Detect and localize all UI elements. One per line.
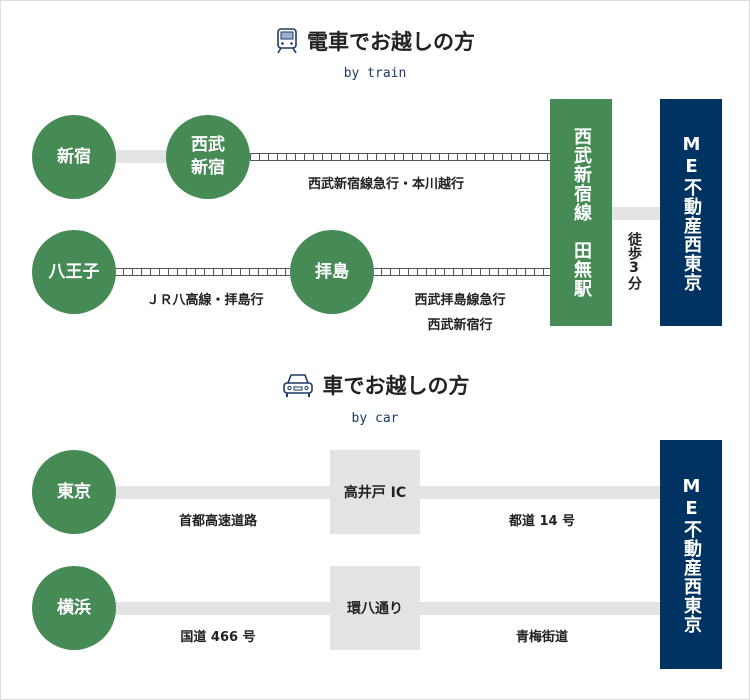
rail-jr-hachiko	[114, 268, 294, 276]
train-icon	[277, 28, 297, 54]
company-box-car: ME不動産西東京	[660, 440, 722, 669]
station-seibu-shinjuku: 西武 新宿	[166, 115, 250, 199]
line-label-seibu-haijima-2: 西武新宿行	[427, 318, 493, 333]
road-label-shuto: 首都高速道路	[178, 514, 258, 529]
origin-yokohama: 横浜	[32, 566, 116, 650]
station-haijima: 拝島	[290, 230, 374, 314]
train-title-text: 電車でお越しの方	[307, 30, 475, 54]
walk-time-label: 徒歩3分	[626, 232, 642, 290]
transfer-connector	[110, 150, 170, 163]
road-label-todo14: 都道 14 号	[508, 514, 576, 529]
line-label-seibu-shinjuku: 西武新宿線急行・本川越行	[307, 177, 465, 192]
station-shinjuku: 新宿	[32, 115, 116, 199]
car-subtitle: by car	[351, 411, 399, 426]
car-title-text: 車でお越しの方	[322, 374, 470, 398]
destination-station-box: 西武新宿線 田無駅	[550, 99, 612, 326]
road-label-ome: 青梅街道	[515, 630, 569, 645]
walk-connector	[612, 207, 660, 220]
car-icon	[282, 374, 313, 397]
rail-seibu-haijima	[372, 268, 550, 276]
line-label-seibu-haijima-1: 西武拝島線急行	[414, 293, 506, 308]
car-section-title: 車でお越しの方	[0, 370, 750, 400]
waypoint-kanpachi: 環八通り	[330, 566, 420, 650]
train-subtitle: by train	[343, 66, 407, 81]
origin-tokyo: 東京	[32, 450, 116, 534]
waypoint-takaido-ic: 高井戸 IC	[330, 450, 420, 534]
road-label-kokudo466: 国道 466 号	[180, 630, 256, 645]
train-section-title: 電車でお越しの方	[0, 26, 750, 56]
rail-seibu-shinjuku	[250, 153, 550, 161]
line-label-jr-hachiko: ＪＲ八高線・拝島行	[146, 293, 264, 308]
station-hachioji: 八王子	[32, 230, 116, 314]
company-box-train: ME不動産西東京	[660, 99, 722, 326]
